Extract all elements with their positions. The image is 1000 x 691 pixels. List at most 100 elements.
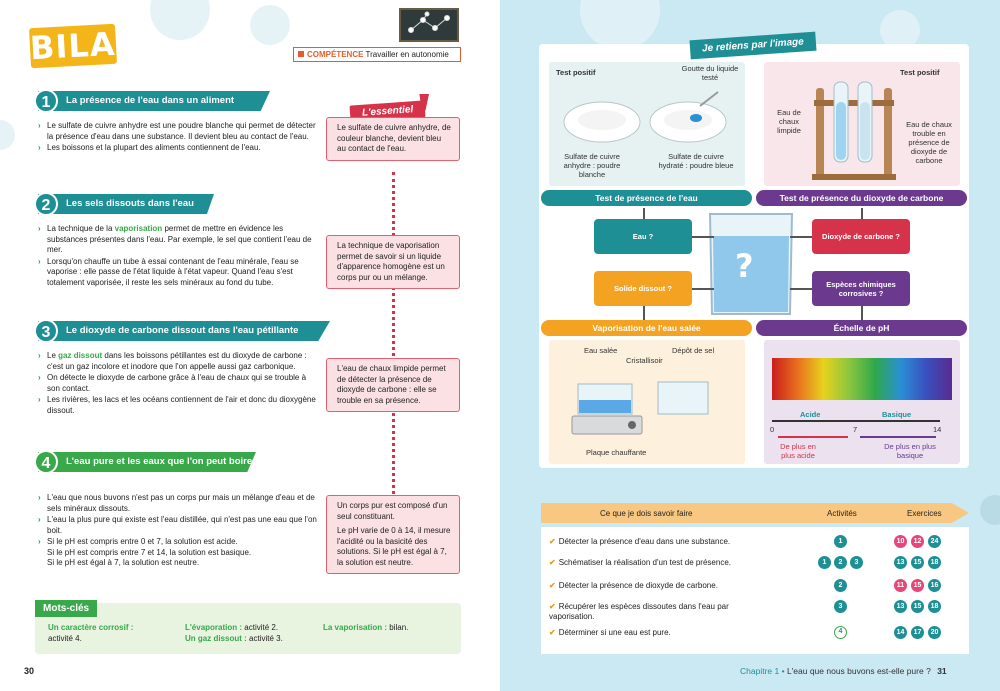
activity-badge[interactable]: 3 [850,556,863,569]
section-1-header: La présence de l'eau dans un aliment [38,91,270,111]
exclamation-icon [419,94,429,111]
check-icon: ✔ [549,537,556,546]
basic-label: Basique [882,410,912,419]
section-1-number: 1 [34,89,58,113]
keyword-ref: activité 4. [48,634,82,643]
competence-label: COMPÉTENCE [307,50,364,59]
anhydre-label: Sulfate de cuivre anhydre : poudre blanc… [563,152,621,179]
decor-bubble [580,0,660,50]
crystallizer-label: Cristallisoir [626,356,663,365]
exercise-badge[interactable]: 15 [911,579,924,592]
exercise-badge[interactable]: 14 [894,626,907,639]
keyword-term: Un caractère corrosif : [48,623,134,632]
chapter-footer: Chapitre 1 • L'eau que nous buvons est-e… [740,666,947,676]
keyword-term: L'évaporation : [185,623,243,632]
skill-row: ✔Récupérer les espèces dissoutes dans l'… [549,602,749,622]
beaker-question-icon [708,213,794,315]
keywords-box: Un caractère corrosif : activité 4. L'év… [35,603,461,654]
activity-badge[interactable]: 1 [818,556,831,569]
test-positif-label: Test positif [556,68,596,77]
section-1-text: ›Le sulfate de cuivre anhydre est une po… [38,121,316,152]
keyword-ref: activité 3. [249,634,283,643]
dotted-divider [392,172,395,512]
header-ph-scale: Échelle de pH [756,320,967,336]
arrow-line [790,288,812,290]
exercise-badge[interactable]: 12 [911,535,924,548]
exercise-badge[interactable]: 11 [894,579,907,592]
activity-badge[interactable]: 4 [834,626,847,639]
page-number-left: 30 [24,666,35,676]
page-number-right: 31 [937,666,947,676]
exercise-badge[interactable]: 20 [928,626,941,639]
page-title: BILAN [29,23,145,69]
check-icon: ✔ [549,581,556,590]
exercise-badge[interactable]: 13 [894,556,907,569]
exercise-badge[interactable]: 18 [928,600,941,613]
essentiel-4a: Un corps pur est composé d'un seul const… [337,501,448,521]
exercise-badge[interactable]: 10 [894,535,907,548]
check-icon: ✔ [549,602,556,611]
ph-axis [772,420,940,422]
arrow-line [790,236,812,238]
section-2-text: ›La technique de la vaporisation permet … [38,224,312,287]
table-col-activities: Activités [827,509,857,518]
essentiel-box-1: Le sulfate de cuivre anhydre, de couleur… [326,117,460,161]
limewater-cloudy-label: Eau de chaux trouble en présence de diox… [906,120,952,165]
arrow-line [861,306,863,320]
acid-arrow [778,436,848,438]
test-positif-label-2: Test positif [900,68,940,77]
hotplate-label: Plaque chauffante [586,448,647,457]
question-mark: ? [735,247,754,285]
skill-row: ✔Détecter la présence d'eau dans une sub… [549,537,749,547]
activity-badge[interactable]: 3 [834,600,847,613]
test-tube-rack [812,81,896,180]
exercise-badge[interactable]: 15 [911,600,924,613]
header-vaporisation: Vaporisation de l'eau salée [541,320,752,336]
essentiel-box-4: Un corps pur est composé d'un seul const… [326,495,460,574]
check-icon: ✔ [549,628,556,637]
skill-text: Déterminer si une eau est pure. [558,628,671,637]
skill-row: ✔Déterminer si une eau est pure. [549,628,749,638]
activity-badge[interactable]: 2 [834,556,847,569]
activity-badge[interactable]: 2 [834,579,847,592]
section-4-text: ›L'eau que nous buvons n'est pas un corp… [38,493,317,567]
section-2-header: Les sels dissouts dans l'eau [38,194,214,214]
decor-bubble [980,495,1000,525]
decor-bubble [0,120,15,150]
essentiel-4b: Le pH varie de 0 à 14, il mesure l'acidi… [337,526,451,567]
arrow-line [643,208,645,219]
acid-label: Acide [800,410,821,419]
arrow-line [692,288,714,290]
copper-sulfate-dishes [563,91,727,143]
exercise-badge[interactable]: 16 [928,579,941,592]
arrow-line [692,236,714,238]
hotplate-setup [571,381,709,435]
exercise-badge[interactable]: 17 [911,626,924,639]
keyword-term: La vaporisation : [323,623,388,632]
essentiel-box-2: La technique de vaporisation permet de s… [326,235,460,289]
node-co2: Dioxyde de carbone ? [812,219,910,254]
decor-bubble [150,0,210,40]
section-3-text: ›Le gaz dissout dans les boissons pétill… [38,351,316,415]
ph-tick-14: 14 [933,425,942,434]
node-water: Eau ? [594,219,692,254]
skills-table-header [541,503,969,523]
activity-badge[interactable]: 1 [834,535,847,548]
table-col-skills: Ce que je dois savoir faire [600,509,693,518]
section-4-header: L'eau pure et les eaux que l'on peut boi… [38,452,256,472]
basic-arrow [860,436,936,438]
square-icon [298,51,304,57]
header-water-test: Test de présence de l'eau [541,190,752,206]
salt-water-label: Eau salée [584,346,618,355]
more-basic-label: De plus en plus basique [884,442,936,460]
keyword-ref: activité 2. [244,623,279,632]
skill-text: Détecter la présence de dioxyde de carbo… [558,581,718,590]
exercise-badge[interactable]: 18 [928,556,941,569]
section-3-number: 3 [34,319,58,343]
arrow-line [861,208,863,219]
essentiel-box-3: L'eau de chaux limpide permet de détecte… [326,358,460,412]
exercise-badge[interactable]: 15 [911,556,924,569]
decor-bubble [250,5,290,45]
exercise-badge[interactable]: 24 [928,535,941,548]
exercise-badge[interactable]: 13 [894,600,907,613]
